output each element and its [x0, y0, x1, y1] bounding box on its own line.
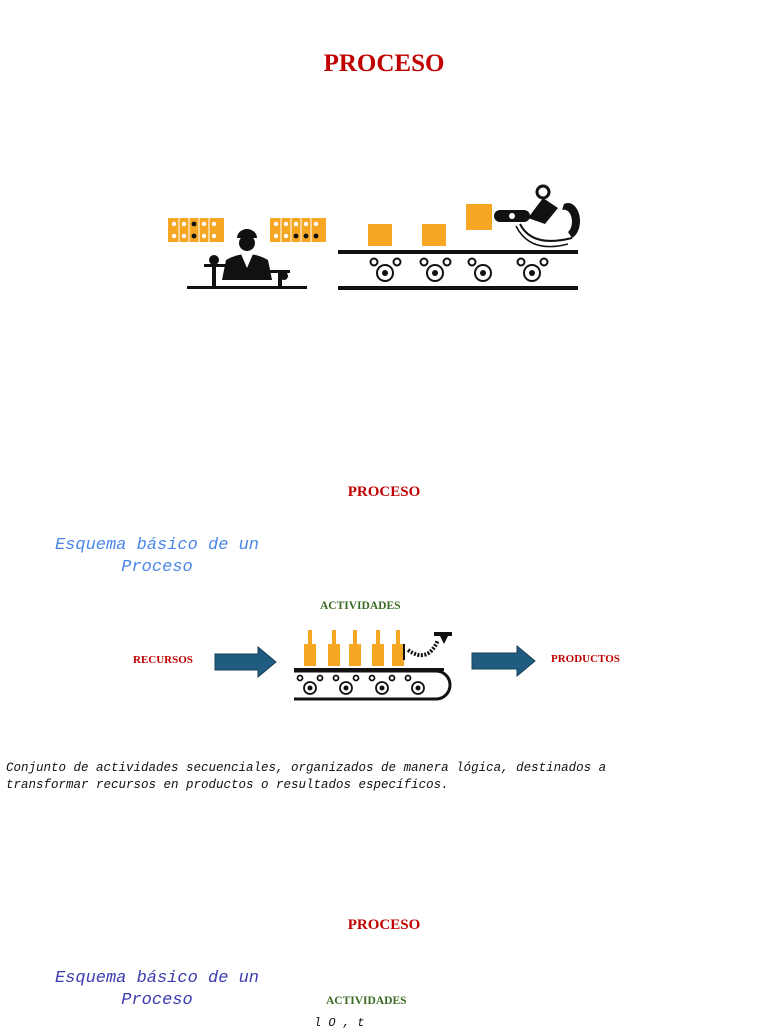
slide2-subtitle-line1: Esquema básico de un	[54, 536, 260, 555]
process-description: Conjunto de actividades secuenciales, or…	[6, 760, 766, 794]
component-tray-left-icon	[168, 218, 224, 242]
actividades-label: ACTIVIDADES	[320, 600, 401, 612]
conveyor-belt-icon	[338, 204, 578, 290]
slide2-title: PROCESO	[347, 484, 421, 500]
slide2-subtitle: Esquema básico de un Proceso	[22, 535, 292, 579]
process-description-line2: transformar recursos en productos o resu…	[6, 778, 449, 792]
process-description-line1: Conjunto de actividades secuenciales, or…	[6, 761, 607, 775]
component-tray-right-icon	[270, 218, 326, 242]
slide3-partial-text: l O , t	[314, 1016, 365, 1030]
robot-arm-icon	[494, 184, 581, 248]
slide3-subtitle-line1: Esquema básico de un	[54, 969, 260, 988]
slide3-subtitle-line2: Proceso	[121, 991, 193, 1010]
slide1-title: PROCESO	[323, 50, 445, 77]
output-arrow-icon	[471, 645, 537, 677]
workbench-line	[187, 286, 307, 289]
slide2-subtitle-line2: Proceso	[121, 558, 193, 577]
slide3-subtitle: Esquema básico de un Proceso	[22, 968, 292, 1012]
slide3-actividades-label: ACTIVIDADES	[326, 995, 407, 1007]
recursos-label: RECURSOS	[133, 654, 193, 666]
slide3-title: PROCESO	[347, 917, 421, 933]
bottling-conveyor-icon	[288, 626, 468, 706]
input-arrow-icon	[214, 646, 278, 678]
factory-worker-icon	[204, 229, 290, 286]
productos-label: PRODUCTOS	[551, 653, 620, 665]
factory-illustration	[160, 180, 590, 300]
